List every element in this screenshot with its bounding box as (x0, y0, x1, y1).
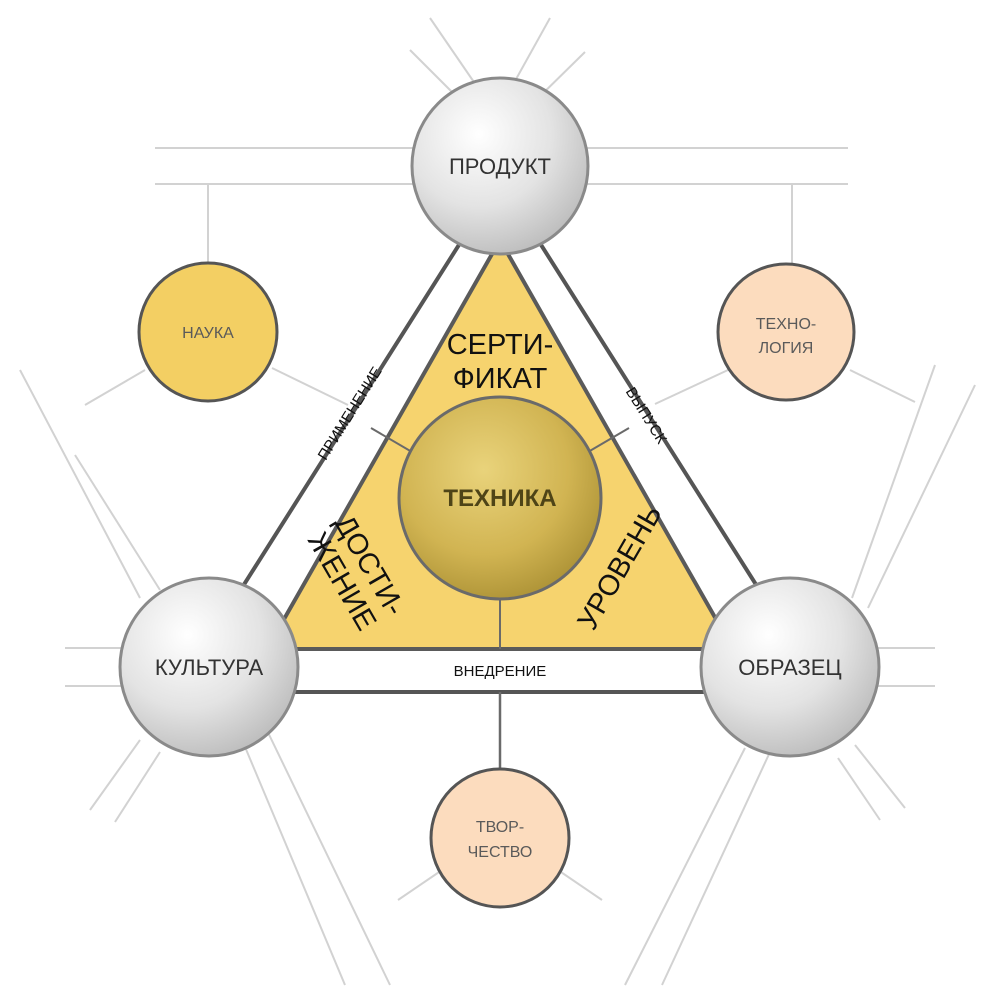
node-top: ПРОДУКТ (410, 76, 590, 256)
satellite-creativity: ТВОР- ЧЕСТВО (429, 767, 571, 909)
bg-line (654, 369, 729, 405)
bg-line (837, 757, 881, 821)
technology-label-line2: ЛОГИЯ (759, 340, 814, 357)
edge-label-bottom: ВНЕДРЕНИЕ (454, 663, 547, 680)
node-circle (699, 576, 881, 758)
bg-line (624, 747, 746, 986)
bg-line (19, 369, 141, 599)
bg-line (661, 751, 771, 986)
bg-line (851, 364, 936, 599)
node-top-label: ПРОДУКТ (449, 154, 551, 179)
bg-line (554, 867, 603, 901)
bg-line (429, 17, 479, 89)
node-left-label: КУЛЬТУРА (155, 655, 264, 680)
bg-line (397, 867, 446, 901)
bg-line (89, 739, 141, 811)
satellite-circle (716, 262, 856, 402)
center-spokes (370, 427, 630, 649)
bg-line (84, 369, 146, 406)
bg-line (114, 751, 161, 823)
node-circle (118, 576, 300, 758)
bg-line (867, 384, 976, 609)
satellite-circle (429, 767, 571, 909)
node-circle (410, 76, 590, 256)
satellite-circle (137, 261, 279, 403)
bg-line (271, 367, 349, 406)
sector-top-line2: ФИКАТ (453, 363, 548, 395)
background-lines (19, 17, 976, 986)
bg-line (239, 734, 346, 986)
node-right-label: ОБРАЗЕЦ (738, 655, 841, 680)
bg-line (261, 719, 391, 986)
bg-line (854, 744, 906, 809)
center-label: ТЕХНИКА (443, 485, 556, 512)
science-label: НАУКА (182, 325, 234, 342)
center-circle (397, 395, 603, 601)
satellite-technology: ТЕХНО- ЛОГИЯ (716, 262, 856, 402)
node-right: ОБРАЗЕЦ (699, 576, 881, 758)
creativity-label-line2: ЧЕСТВО (468, 844, 533, 861)
bg-line (509, 17, 551, 91)
spoke (587, 427, 630, 453)
sector-top-line1: СЕРТИ- (447, 329, 554, 361)
center-node: ТЕХНИКА (397, 395, 603, 601)
spoke (370, 427, 413, 453)
technology-label-line1: ТЕХНО- (756, 316, 816, 333)
node-left: КУЛЬТУРА (118, 576, 300, 758)
satellite-science: НАУКА (137, 261, 279, 403)
bg-line (849, 369, 916, 403)
creativity-label-line1: ТВОР- (476, 819, 524, 836)
bg-line (74, 454, 161, 591)
